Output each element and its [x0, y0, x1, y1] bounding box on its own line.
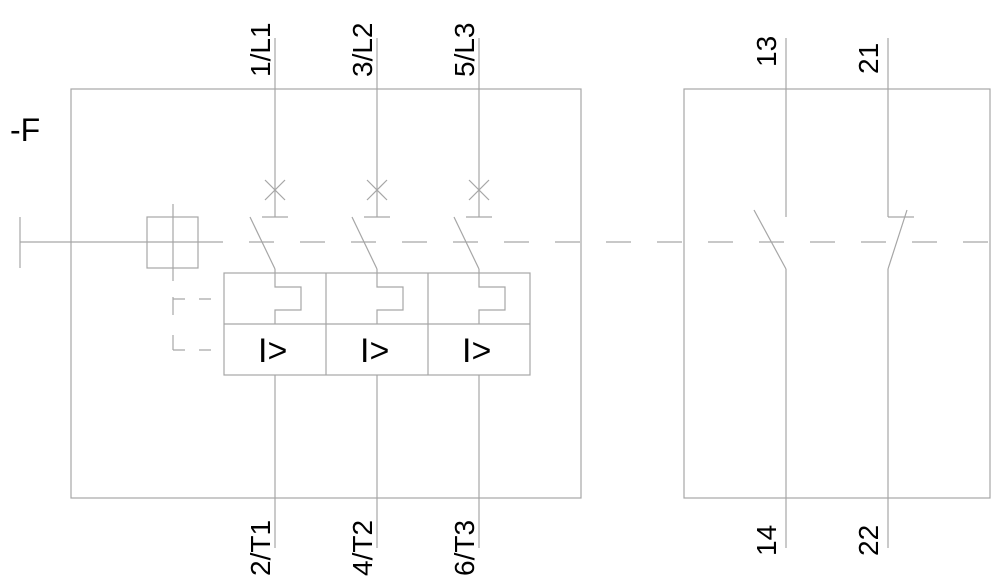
main-pole-3	[453, 38, 506, 548]
main-pole-2	[351, 38, 404, 548]
aux-contact-no	[753, 38, 787, 548]
terminal-label-6-T3: 6/T3	[449, 520, 480, 576]
overcurrent-trip-symbol-2: I>	[360, 332, 389, 370]
overcurrent-trip-symbol-3: I>	[462, 332, 491, 370]
trip-linkage	[172, 297, 224, 351]
aux-terminal-label-14: 14	[751, 525, 782, 556]
overcurrent-trip-symbol-1: I>	[258, 332, 287, 370]
thermal-trip-icon	[274, 269, 302, 324]
terminal-label-2-T1: 2/T1	[245, 520, 276, 576]
thermal-trip-icon	[478, 269, 506, 324]
terminal-label-1-L1: 1/L1	[245, 23, 276, 78]
operating-handle	[19, 204, 199, 281]
aux-enclosure	[683, 88, 991, 499]
terminal-label-5-L3: 5/L3	[449, 23, 480, 78]
thermal-trip-icon	[376, 269, 404, 324]
terminal-label-3-L2: 3/L2	[347, 23, 378, 78]
aux-terminal-label-22: 22	[853, 525, 884, 556]
main-pole-1	[249, 38, 302, 548]
aux-terminal-label-13: 13	[751, 36, 782, 67]
main-enclosure	[70, 88, 582, 499]
aux-contact-nc	[887, 38, 914, 548]
device-designation: -F	[10, 112, 40, 148]
aux-terminal-label-21: 21	[853, 43, 884, 74]
terminal-label-4-T2: 4/T2	[347, 520, 378, 576]
